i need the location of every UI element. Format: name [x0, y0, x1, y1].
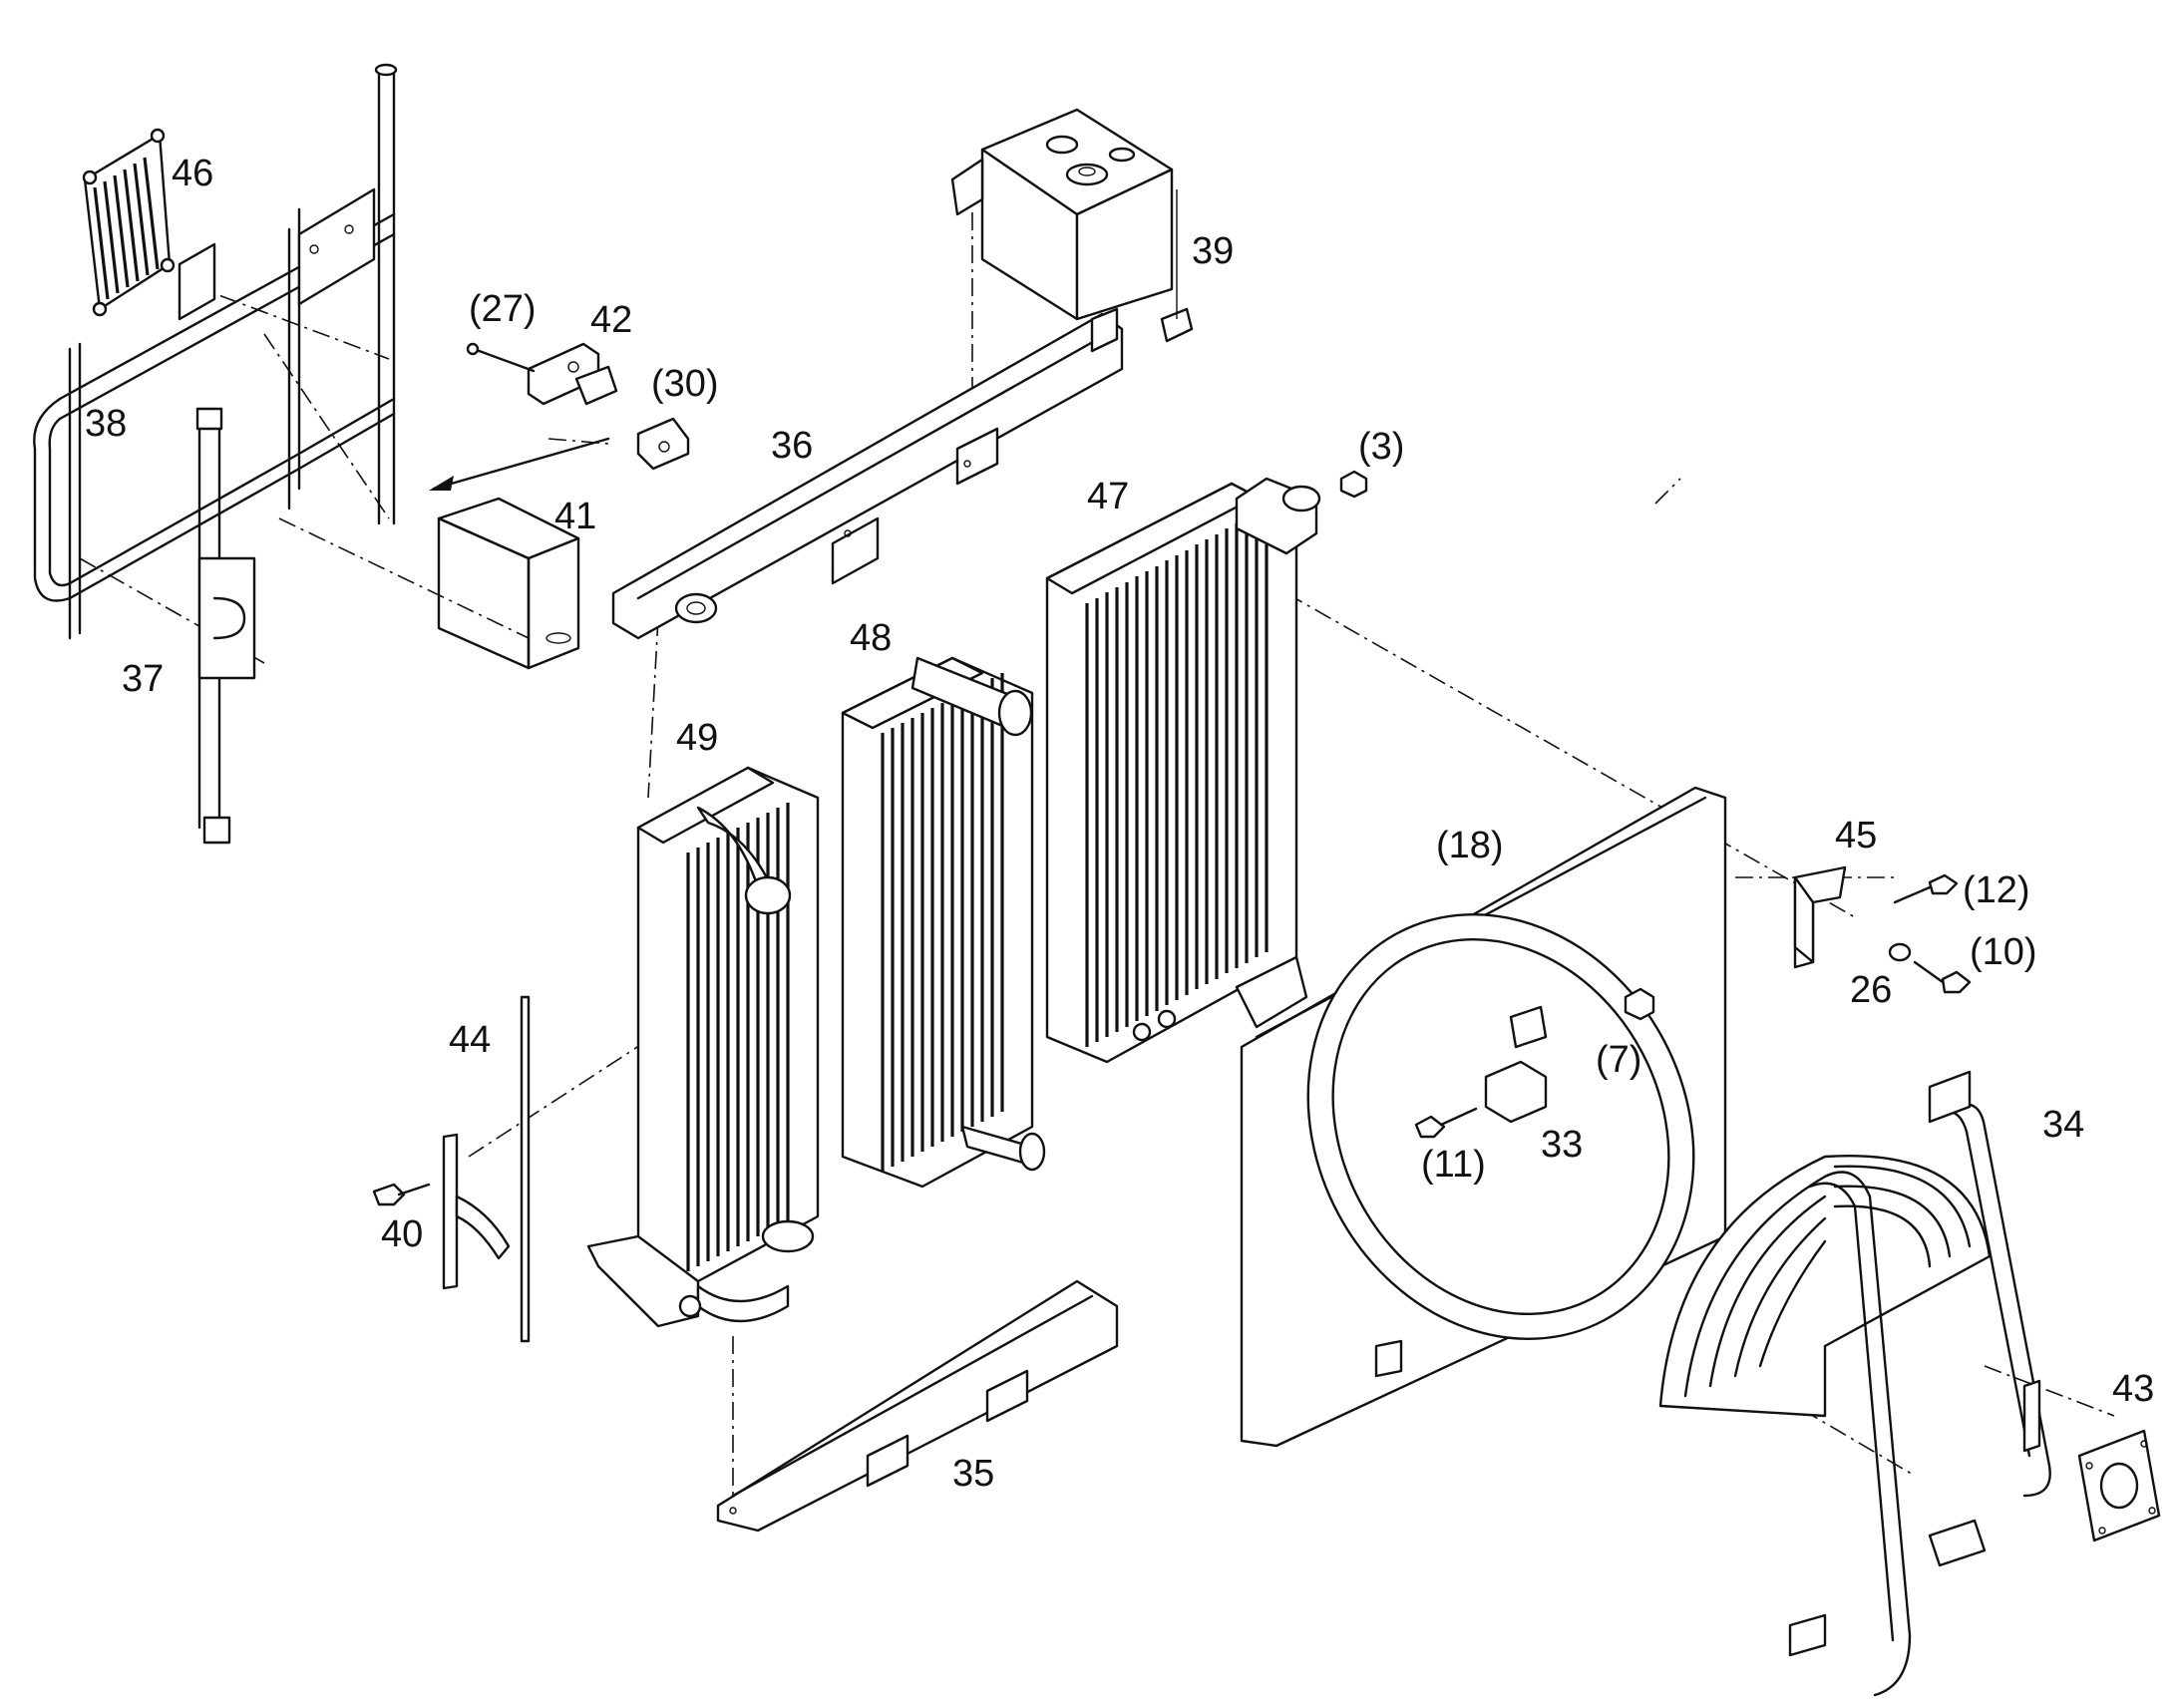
callout-39: 39 — [1192, 230, 1234, 272]
support-37[interactable] — [195, 407, 256, 845]
callout-38: 38 — [85, 403, 127, 445]
charge-air-cooler-48[interactable] — [841, 656, 1046, 1189]
oil-cooler-46[interactable] — [82, 128, 176, 317]
bolt-12[interactable] — [1893, 873, 1959, 904]
callout-48: 48 — [850, 617, 892, 659]
callout-36: 36 — [771, 425, 813, 467]
callout-34: 34 — [2042, 1104, 2084, 1146]
callout-labels: 46 38 37 (27) 42 (30) 41 36 39 (3) 47 48… — [85, 153, 2154, 1495]
callout-11: (11) — [1421, 1144, 1486, 1186]
callout-42: 42 — [590, 299, 632, 341]
bracket-33[interactable] — [1484, 1060, 1548, 1124]
callout-44: 44 — [449, 1019, 491, 1061]
callout-45: 45 — [1835, 815, 1877, 856]
plate-43[interactable] — [2077, 1429, 2161, 1542]
callout-43: 43 — [2112, 1368, 2154, 1410]
lower-rail-35[interactable] — [716, 1279, 1119, 1533]
bolt-10[interactable] — [1913, 960, 1972, 994]
callout-47: 47 — [1087, 476, 1129, 517]
nut-7[interactable] — [1624, 987, 1655, 1021]
clamp-42[interactable] — [429, 342, 690, 491]
callout-10: (10) — [1970, 931, 2037, 973]
callout-27: (27) — [469, 288, 537, 330]
callout-18: (18) — [1436, 825, 1504, 866]
callout-46: 46 — [172, 153, 213, 194]
bracket-44[interactable] — [520, 995, 531, 1343]
callout-12: (12) — [1963, 869, 2030, 911]
callout-40: 40 — [381, 1213, 423, 1255]
frame-38[interactable] — [33, 63, 398, 640]
fan-guard-34[interactable] — [1658, 1070, 2051, 1697]
callout-49: 49 — [676, 717, 718, 759]
tank-39[interactable] — [950, 108, 1194, 343]
assembly-lines — [79, 179, 2115, 1496]
intercooler-49[interactable] — [586, 766, 820, 1328]
cover-41[interactable] — [437, 497, 580, 670]
callout-30: (30) — [651, 363, 719, 405]
callout-35: 35 — [952, 1453, 994, 1495]
bracket-45[interactable] — [1793, 865, 1847, 969]
callout-41: 41 — [554, 496, 596, 537]
callout-3: (3) — [1358, 426, 1404, 468]
washer-26[interactable] — [1888, 942, 1912, 962]
fan-shroud-18[interactable] — [1235, 786, 1766, 1448]
callout-37: 37 — [122, 658, 164, 700]
bracket-40[interactable] — [372, 1133, 511, 1290]
nut-3[interactable] — [1339, 470, 1368, 499]
callout-33: 33 — [1541, 1124, 1583, 1166]
bolt-11[interactable] — [1414, 1107, 1478, 1139]
radiator-47[interactable] — [1045, 477, 1321, 1064]
upper-rail-36[interactable] — [611, 307, 1124, 640]
callout-7: (7) — [1596, 1039, 1641, 1081]
callout-26: 26 — [1850, 969, 1892, 1011]
